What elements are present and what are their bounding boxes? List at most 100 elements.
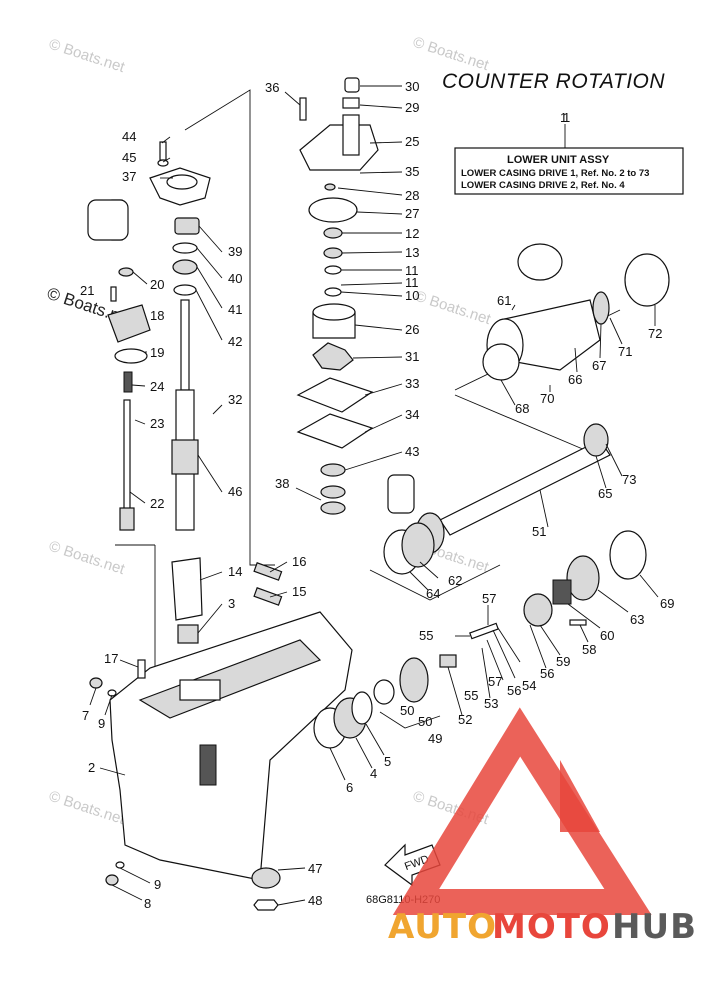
leader-line xyxy=(364,414,403,433)
leader-line xyxy=(197,603,223,634)
leader-line xyxy=(599,323,602,359)
callout-label: 56 xyxy=(507,683,521,698)
housing-bore xyxy=(166,174,198,190)
callout-label: 42 xyxy=(228,334,242,349)
shim-part xyxy=(351,691,373,725)
callout-label: 19 xyxy=(150,345,164,360)
plate-part xyxy=(296,377,374,413)
callout-label: 37 xyxy=(122,169,136,184)
callout-label: 28 xyxy=(405,188,419,203)
leader-line xyxy=(337,187,403,196)
leader-line xyxy=(329,747,346,781)
leader-line xyxy=(419,561,439,579)
water-pump-stack xyxy=(87,77,415,515)
leader-line xyxy=(195,289,223,341)
callout-label: 73 xyxy=(622,472,636,487)
callout-label: 60 xyxy=(600,628,614,643)
cover-plate-part xyxy=(107,304,151,343)
leader-line xyxy=(269,591,288,598)
pin-part xyxy=(324,183,336,191)
callout-label: 9 xyxy=(154,877,161,892)
shim-part xyxy=(373,679,395,705)
leader-line xyxy=(639,574,659,598)
spring-part xyxy=(123,371,133,393)
callout-label: 1 xyxy=(563,110,570,125)
shift-part xyxy=(439,654,457,668)
leader-line xyxy=(295,487,322,501)
callout-label: 48 xyxy=(308,893,322,908)
oring-part xyxy=(482,343,520,381)
leader-line xyxy=(511,304,516,311)
callout-label: 20 xyxy=(150,277,164,292)
casing-opening xyxy=(179,679,221,701)
leader-line xyxy=(447,666,463,716)
callout-label: 11 xyxy=(405,275,419,290)
callout-label: 65 xyxy=(598,486,612,501)
box-line: LOWER CASING DRIVE 2, Ref. No. 4 xyxy=(461,180,625,191)
left-assembly xyxy=(107,89,283,700)
callout-label: 31 xyxy=(405,349,419,364)
washer-part xyxy=(157,159,169,167)
assembly-bracket xyxy=(454,394,586,451)
callout-label: 59 xyxy=(556,654,570,669)
detail-callout-frame xyxy=(517,243,563,281)
pump-housing-tube xyxy=(342,114,360,156)
plug-part xyxy=(137,659,146,679)
grommet-part xyxy=(344,77,360,93)
callout-label: 3 xyxy=(228,596,235,611)
leader-line xyxy=(409,571,429,591)
callout-label: 30 xyxy=(405,79,419,94)
leader-line xyxy=(567,603,601,629)
callout-label: 50 xyxy=(400,703,414,718)
leader-line xyxy=(99,767,126,776)
leader-line xyxy=(284,91,301,106)
casing-vents xyxy=(199,744,217,786)
callout-label: 57 xyxy=(488,674,502,689)
leader-line xyxy=(89,687,97,706)
leader-line xyxy=(340,282,403,286)
callout-label: 6 xyxy=(346,780,353,795)
callout-label: 16 xyxy=(292,554,306,569)
bearing-part xyxy=(177,624,199,644)
leader-line xyxy=(539,624,561,656)
callout-label: 67 xyxy=(592,358,606,373)
leader-line xyxy=(355,737,373,769)
plug-part xyxy=(105,874,119,886)
leader-line xyxy=(365,723,385,756)
callout-label: 72 xyxy=(648,326,662,341)
leader-line xyxy=(197,454,223,493)
callout-label: 13 xyxy=(405,245,419,260)
leader-line xyxy=(199,571,223,581)
brand-part: AUTO xyxy=(388,907,497,947)
drive-shaft-part xyxy=(180,299,190,391)
callout-label: 32 xyxy=(228,392,242,407)
bolt-part xyxy=(159,141,167,161)
washer-part xyxy=(609,530,647,580)
callout-label: 8 xyxy=(144,896,151,911)
callout-label: 14 xyxy=(228,564,242,579)
callout-label: 58 xyxy=(582,642,596,657)
leader-line xyxy=(609,317,623,345)
propeller-shaft-part xyxy=(439,439,611,536)
callout-label: 64 xyxy=(426,586,440,601)
leader-line xyxy=(352,356,403,359)
brand-part: HUB xyxy=(612,907,697,947)
leader-line xyxy=(198,225,223,253)
leader-line xyxy=(597,589,629,613)
ring-part xyxy=(324,265,342,275)
leader-line xyxy=(359,104,403,109)
leader-line xyxy=(134,419,146,425)
box-frame xyxy=(454,147,684,195)
leader-line xyxy=(379,711,441,729)
callout-label: 7 xyxy=(82,708,89,723)
gear-ring-part xyxy=(624,253,670,307)
leader-line xyxy=(574,347,578,373)
callout-label: 40 xyxy=(228,271,242,286)
clutch-part xyxy=(523,593,553,627)
insert-part xyxy=(342,97,360,109)
leader-line xyxy=(481,647,491,699)
callout-label: 70 xyxy=(540,391,554,406)
callout-label: 39 xyxy=(228,244,242,259)
leader-line xyxy=(356,211,403,215)
leader-line xyxy=(131,384,146,387)
